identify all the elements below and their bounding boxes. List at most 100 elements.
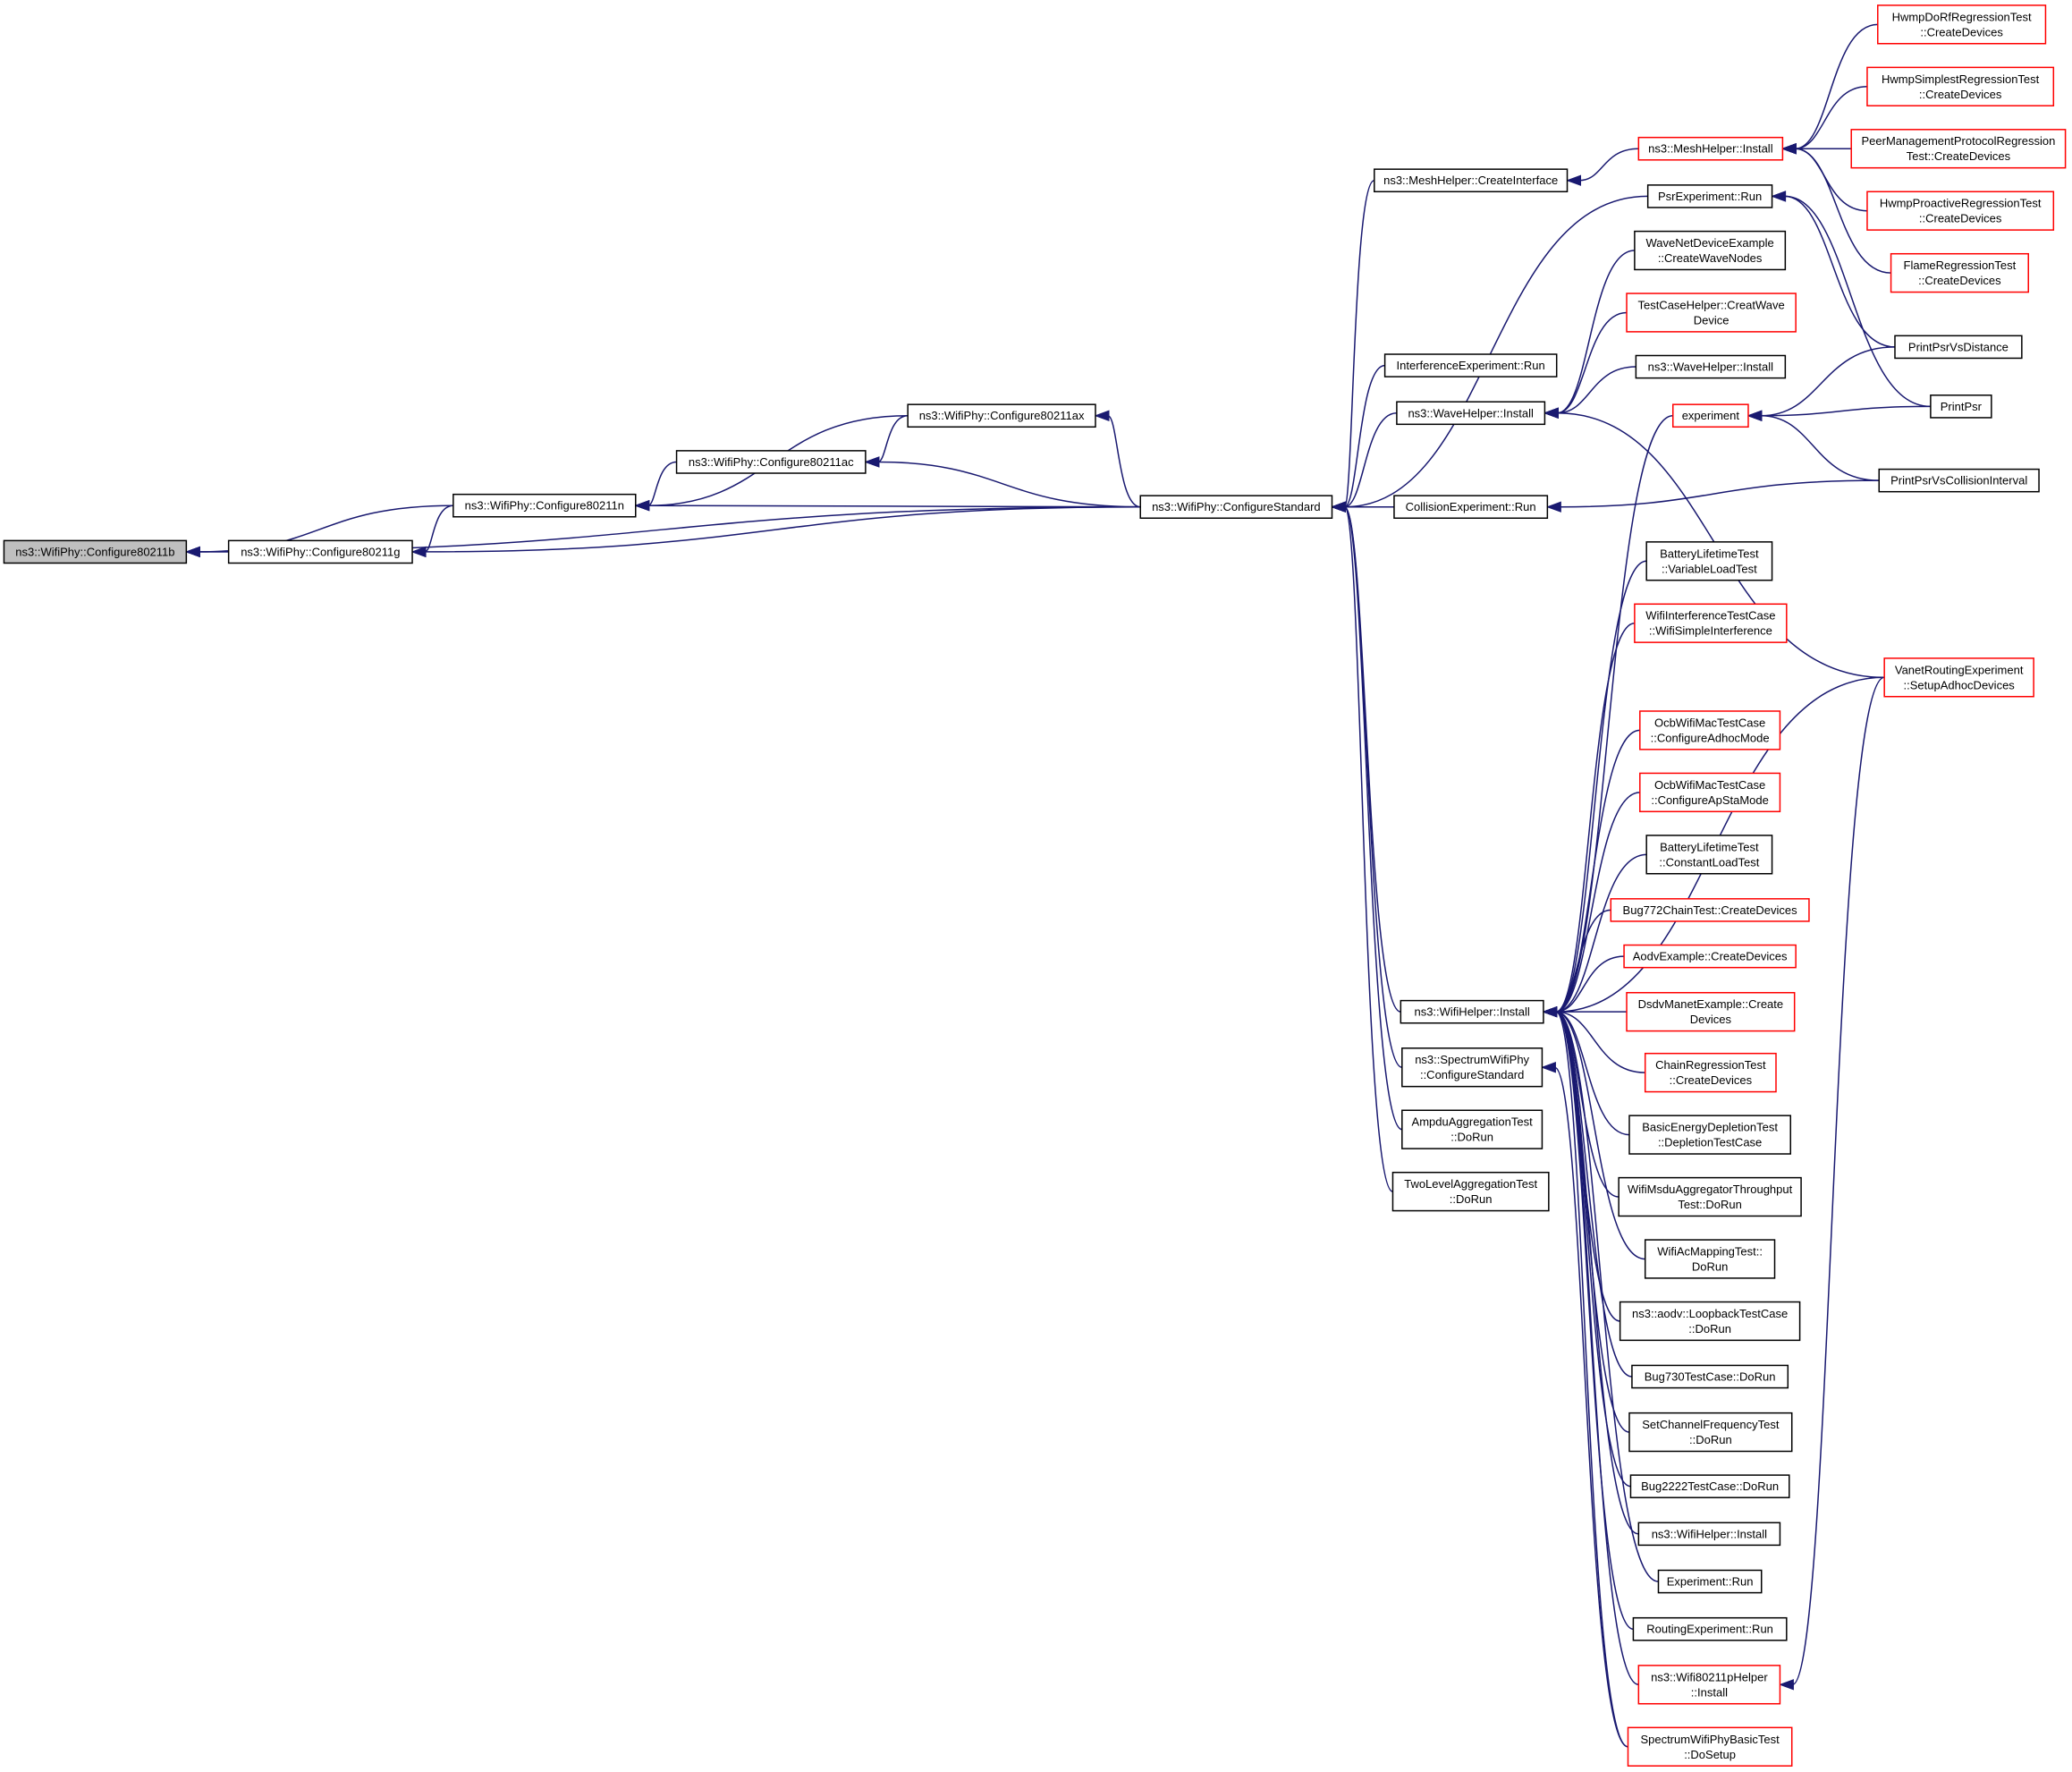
graph-node[interactable]: PsrExperiment::Run xyxy=(1646,184,1773,208)
node-box[interactable] xyxy=(1866,66,2055,106)
node-box[interactable] xyxy=(1635,354,1787,379)
graph-node[interactable]: DsdvManetExample::CreateDevices xyxy=(1626,991,1796,1032)
graph-node[interactable]: ns3::SpectrumWifiPhy::ConfigureStandard xyxy=(1401,1047,1543,1088)
node-box[interactable] xyxy=(1877,4,2047,45)
node-box[interactable] xyxy=(1644,1052,1777,1093)
node-box[interactable] xyxy=(1890,252,2029,293)
node-box[interactable] xyxy=(1631,1364,1789,1389)
graph-node[interactable]: PrintPsrVsCollisionInterval xyxy=(1878,468,2040,493)
node-box[interactable] xyxy=(1628,1115,1792,1155)
node-box[interactable] xyxy=(1850,129,2067,169)
node-box[interactable] xyxy=(1627,1726,1793,1767)
node-box[interactable] xyxy=(1637,1522,1781,1547)
graph-node[interactable]: HwmpProactiveRegressionTest::CreateDevic… xyxy=(1866,191,2055,231)
graph-node[interactable]: PrintPsrVsDistance xyxy=(1894,335,2023,360)
node-box[interactable] xyxy=(1401,1109,1543,1149)
node-box[interactable] xyxy=(3,539,188,564)
graph-node[interactable]: ns3::MeshHelper::CreateInterface xyxy=(1374,168,1569,193)
node-box[interactable] xyxy=(1637,136,1784,161)
node-box[interactable] xyxy=(227,539,413,564)
node-box[interactable] xyxy=(1619,1301,1801,1342)
graph-node[interactable]: ns3::WifiPhy::Configure80211g xyxy=(227,539,413,564)
node-box[interactable] xyxy=(1374,168,1569,193)
graph-node[interactable]: BatteryLifetimeTest::ConstantLoadTest xyxy=(1645,835,1773,875)
graph-node[interactable]: ns3::WifiPhy::Configure80211ax xyxy=(907,403,1096,428)
graph-node[interactable]: HwmpDoRfRegressionTest::CreateDevices xyxy=(1877,4,2047,45)
graph-node[interactable]: ns3::WifiHelper::Install xyxy=(1637,1522,1781,1547)
graph-node[interactable]: HwmpSimplestRegressionTest::CreateDevice… xyxy=(1866,66,2055,106)
graph-node[interactable]: SpectrumWifiPhyBasicTest::DoSetup xyxy=(1627,1726,1793,1767)
graph-node[interactable]: Bug730TestCase::DoRun xyxy=(1631,1364,1789,1389)
graph-node[interactable]: ns3::MeshHelper::Install xyxy=(1637,136,1784,161)
graph-node[interactable]: TwoLevelAggregationTest::DoRun xyxy=(1391,1171,1550,1212)
node-box[interactable] xyxy=(1930,394,1992,419)
node-box[interactable] xyxy=(1639,772,1781,813)
node-box[interactable] xyxy=(1645,541,1773,581)
graph-node[interactable]: experiment xyxy=(1671,403,1749,428)
node-box[interactable] xyxy=(1401,1047,1543,1088)
node-box[interactable] xyxy=(1671,403,1749,428)
node-box[interactable] xyxy=(1634,230,1787,271)
node-box[interactable] xyxy=(1618,1176,1802,1217)
graph-node[interactable]: WifiAcMappingTest::DoRun xyxy=(1644,1239,1776,1279)
graph-node[interactable]: Bug2222TestCase::DoRun xyxy=(1629,1474,1790,1498)
node-box[interactable] xyxy=(1637,1665,1781,1705)
graph-node[interactable]: Bug772ChainTest::CreateDevices xyxy=(1610,898,1810,922)
graph-node[interactable]: AodvExample::CreateDevices xyxy=(1623,944,1797,969)
node-box[interactable] xyxy=(1139,495,1333,519)
graph-node[interactable]: SetChannelFrequencyTest::DoRun xyxy=(1628,1412,1793,1453)
node-box[interactable] xyxy=(907,403,1096,428)
graph-node[interactable]: FlameRegressionTest::CreateDevices xyxy=(1890,252,2029,293)
graph-node[interactable]: VanetRoutingExperiment::SetupAdhocDevice… xyxy=(1883,657,2034,698)
graph-node[interactable]: ns3::WifiHelper::Install xyxy=(1400,999,1544,1024)
node-box[interactable] xyxy=(1644,1239,1776,1279)
graph-node[interactable]: AmpduAggregationTest::DoRun xyxy=(1401,1109,1543,1149)
graph-node[interactable]: ns3::WaveHelper::Install xyxy=(1635,354,1787,379)
node-box[interactable] xyxy=(1883,657,2034,698)
node-box[interactable] xyxy=(1634,603,1788,643)
node-box[interactable] xyxy=(1894,335,2023,360)
graph-node[interactable]: OcbWifiMacTestCase::ConfigureApStaMode xyxy=(1639,772,1781,813)
node-box[interactable] xyxy=(675,450,867,474)
graph-node[interactable]: ns3::WaveHelper::Install xyxy=(1396,401,1546,426)
node-box[interactable] xyxy=(1393,495,1549,519)
node-box[interactable] xyxy=(1628,1412,1793,1453)
node-box[interactable] xyxy=(1657,1569,1763,1594)
node-box[interactable] xyxy=(1626,991,1796,1032)
node-box[interactable] xyxy=(1866,191,2055,231)
graph-node[interactable]: BatteryLifetimeTest::VariableLoadTest xyxy=(1645,541,1773,581)
node-box[interactable] xyxy=(1400,999,1544,1024)
graph-node[interactable]: OcbWifiMacTestCase::ConfigureAdhocMode xyxy=(1639,710,1781,750)
node-box[interactable] xyxy=(1626,293,1797,333)
node-box[interactable] xyxy=(1645,835,1773,875)
node-box[interactable] xyxy=(452,493,637,518)
graph-node[interactable]: ns3::WifiPhy::Configure80211n xyxy=(452,493,637,518)
graph-node[interactable]: ns3::WifiPhy::ConfigureStandard xyxy=(1139,495,1333,519)
graph-node[interactable]: ChainRegressionTest::CreateDevices xyxy=(1644,1052,1777,1093)
node-box[interactable] xyxy=(1396,401,1546,426)
graph-node[interactable]: WaveNetDeviceExample::CreateWaveNodes xyxy=(1634,230,1787,271)
graph-node[interactable]: ns3::aodv::LoopbackTestCase::DoRun xyxy=(1619,1301,1801,1342)
graph-node[interactable]: ns3::WifiPhy::Configure80211ac xyxy=(675,450,867,474)
graph-node[interactable]: PrintPsr xyxy=(1930,394,1992,419)
graph-node[interactable]: InterferenceExperiment::Run xyxy=(1383,353,1558,377)
node-box[interactable] xyxy=(1383,353,1558,377)
graph-node[interactable]: ns3::WifiPhy::Configure80211b xyxy=(3,539,188,564)
graph-node[interactable]: WifiInterferenceTestCase::WifiSimpleInte… xyxy=(1634,603,1788,643)
graph-node[interactable]: CollisionExperiment::Run xyxy=(1393,495,1549,519)
node-box[interactable] xyxy=(1639,710,1781,750)
graph-node[interactable]: RoutingExperiment::Run xyxy=(1632,1616,1788,1641)
graph-node[interactable]: Experiment::Run xyxy=(1657,1569,1763,1594)
node-box[interactable] xyxy=(1632,1616,1788,1641)
node-box[interactable] xyxy=(1623,944,1797,969)
node-box[interactable] xyxy=(1646,184,1773,208)
graph-node[interactable]: PeerManagementProtocolRegressionTest::Cr… xyxy=(1850,129,2067,169)
graph-node[interactable]: ns3::Wifi80211pHelper::Install xyxy=(1637,1665,1781,1705)
node-box[interactable] xyxy=(1391,1171,1550,1212)
node-box[interactable] xyxy=(1878,468,2040,493)
node-box[interactable] xyxy=(1629,1474,1790,1498)
node-box[interactable] xyxy=(1610,898,1810,922)
graph-node[interactable]: BasicEnergyDepletionTest::DepletionTestC… xyxy=(1628,1115,1792,1155)
